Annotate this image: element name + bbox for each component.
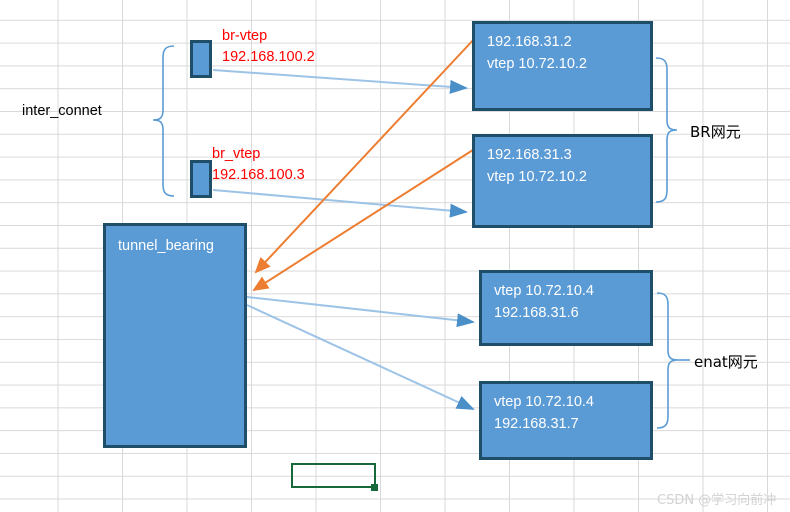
br-vtep-chip-top[interactable] xyxy=(190,40,212,78)
bracket-br-group xyxy=(655,57,678,203)
br-vtep-bottom-ip: 192.168.100.3 xyxy=(212,166,305,183)
cell-selection-fill-handle[interactable] xyxy=(371,484,378,491)
br-vtep-top-title: br-vtep xyxy=(222,28,268,44)
br-node-1-line2: vtep 10.72.10.2 xyxy=(487,55,587,72)
enat-node-1-line1: vtep 10.72.10.4 xyxy=(494,283,594,299)
br-vtep-bottom-title: br_vtep xyxy=(212,146,261,162)
tunnel-bearing-title: tunnel_bearing xyxy=(118,238,214,254)
br-node-1-line1: 192.168.31.2 xyxy=(487,34,572,50)
tunnel-bearing-node[interactable]: tunnel_bearing xyxy=(103,223,247,448)
br-vtep-top-label: br-vtep 192.168.100.2 xyxy=(222,26,315,67)
connector-chip-top-to-br1 xyxy=(212,69,468,94)
enat-node-1[interactable]: vtep 10.72.10.4 192.168.31.6 xyxy=(479,270,653,346)
csdn-watermark: CSDN @学习向前冲 xyxy=(657,493,777,508)
br-vtep-chip-bottom[interactable] xyxy=(190,160,212,198)
enat-node-2-line2: 192.168.31.7 xyxy=(494,415,579,432)
enat-node-1-line2: 192.168.31.6 xyxy=(494,304,579,321)
bracket-inter-connet xyxy=(152,45,175,197)
cell-selection-rect[interactable] xyxy=(291,463,376,488)
connector-tunnel-to-enat2 xyxy=(246,304,475,410)
inter-connet-label: inter_connet xyxy=(22,103,102,119)
connector-chip-bottom-to-br2 xyxy=(212,189,468,218)
br-node-2-line1: 192.168.31.3 xyxy=(487,147,572,163)
br-group-label: BR网元 xyxy=(690,123,741,141)
br-node-2[interactable]: 192.168.31.3 vtep 10.72.10.2 xyxy=(472,134,653,228)
enat-node-2-line1: vtep 10.72.10.4 xyxy=(494,394,594,410)
enat-node-2[interactable]: vtep 10.72.10.4 192.168.31.7 xyxy=(479,381,653,460)
br-vtep-bottom-label: br_vtep 192.168.100.3 xyxy=(212,144,305,185)
connector-br2-to-tunnel xyxy=(252,147,477,292)
bracket-enat-group xyxy=(656,292,690,429)
connector-tunnel-to-enat1 xyxy=(246,296,475,328)
br-node-1[interactable]: 192.168.31.2 vtep 10.72.10.2 xyxy=(472,21,653,111)
enat-group-label: enat网元 xyxy=(694,353,758,371)
connector-br1-to-tunnel xyxy=(254,36,477,274)
br-vtep-top-ip: 192.168.100.2 xyxy=(222,48,315,65)
br-node-2-line2: vtep 10.72.10.2 xyxy=(487,168,587,185)
